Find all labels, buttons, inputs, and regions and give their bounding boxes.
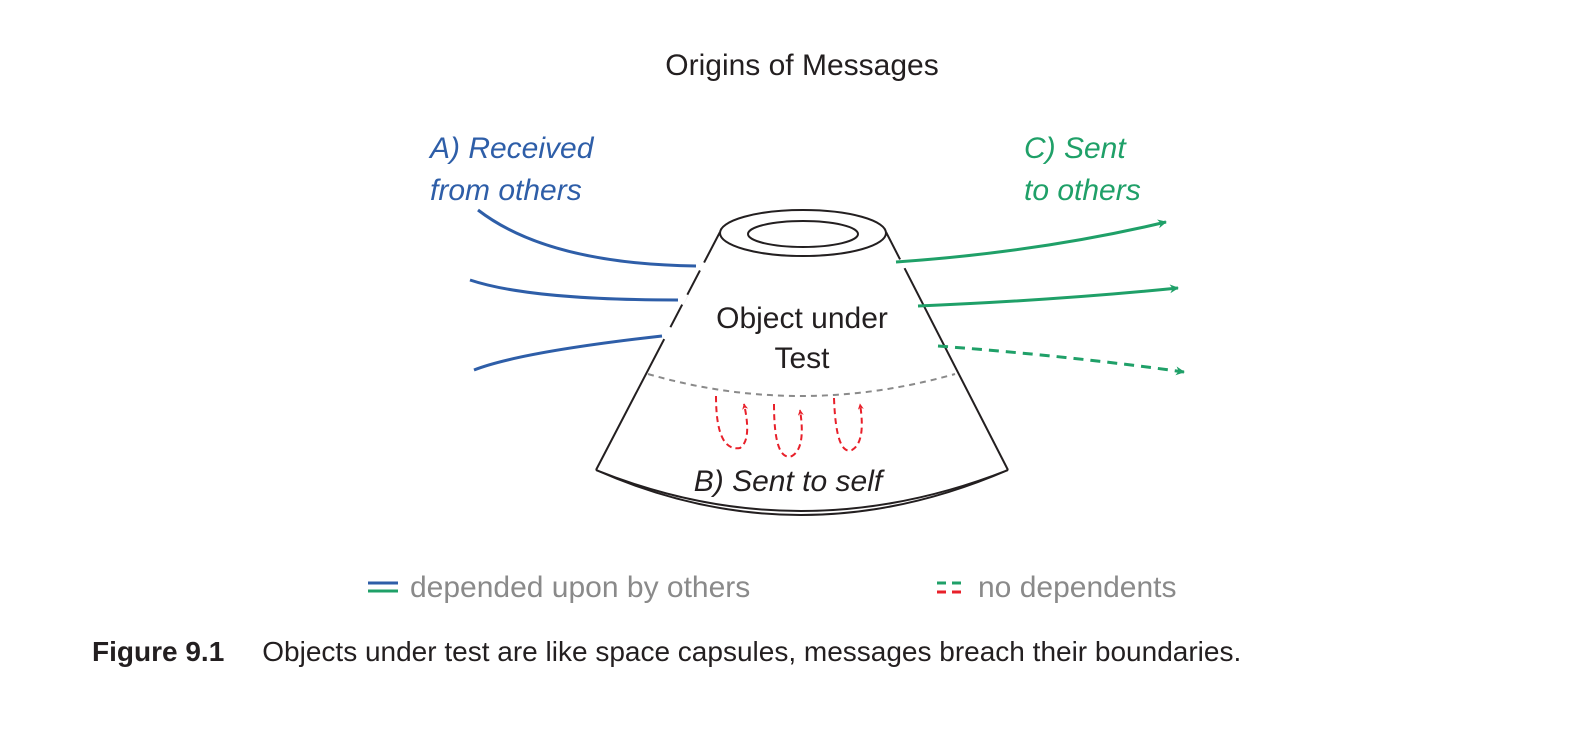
object-label-line-2: Test [774, 342, 830, 375]
diagram-title: Origins of Messages [665, 49, 938, 82]
capsule-base-rim [595, 469, 1009, 512]
legend-solid-swatch [368, 581, 398, 593]
capsule-base-rim-outer [595, 469, 1009, 516]
caption-text: Objects under test are like space capsul… [262, 636, 1242, 667]
diagram-canvas: Origins of Messages A) Received from oth… [368, 49, 1185, 604]
sent-message-arrow-2 [917, 284, 1179, 308]
legend: depended upon by others no dependents [368, 571, 1177, 604]
received-label-line-1: A) Received [428, 132, 595, 165]
sent-label-line-1: C) Sent [1024, 132, 1127, 165]
figure-number: Figure 9.1 [92, 636, 225, 667]
capsule-top-hatch [747, 220, 859, 248]
legend-dashed-swatch [937, 581, 962, 594]
left-breach-gap-2 [678, 292, 689, 306]
self-message-arrow-1 [715, 395, 749, 450]
received-label-line-2: from others [430, 174, 582, 207]
self-label: B) Sent to self [694, 465, 885, 498]
capsule-left-side [595, 231, 721, 471]
right-breach-gap-3 [930, 337, 943, 353]
self-message-arrow-3 [833, 397, 864, 452]
left-breach-gap-3 [661, 325, 673, 341]
sent-label-line-2: to others [1024, 174, 1141, 207]
legend-solid-label: depended upon by others [410, 571, 750, 604]
left-breach-gap-1 [696, 260, 706, 272]
sent-message-arrow-1 [895, 219, 1167, 264]
capsule-object [595, 209, 1009, 516]
sent-message-arrow-3-dashed [937, 344, 1185, 376]
self-message-arrow-2 [773, 403, 804, 458]
received-messages [469, 208, 697, 372]
received-message-line-2 [469, 278, 679, 302]
sent-messages [895, 219, 1185, 376]
figure-caption: Figure 9.1 Objects under test are like sp… [92, 636, 1512, 668]
capsule-internal-boundary [647, 373, 956, 397]
received-message-line-1 [477, 208, 697, 268]
self-messages [715, 395, 864, 458]
legend-dashed-label: no dependents [978, 571, 1177, 604]
received-message-line-3 [473, 334, 663, 372]
object-label-line-1: Object under [716, 302, 888, 335]
capsule-right-side [885, 231, 1009, 471]
